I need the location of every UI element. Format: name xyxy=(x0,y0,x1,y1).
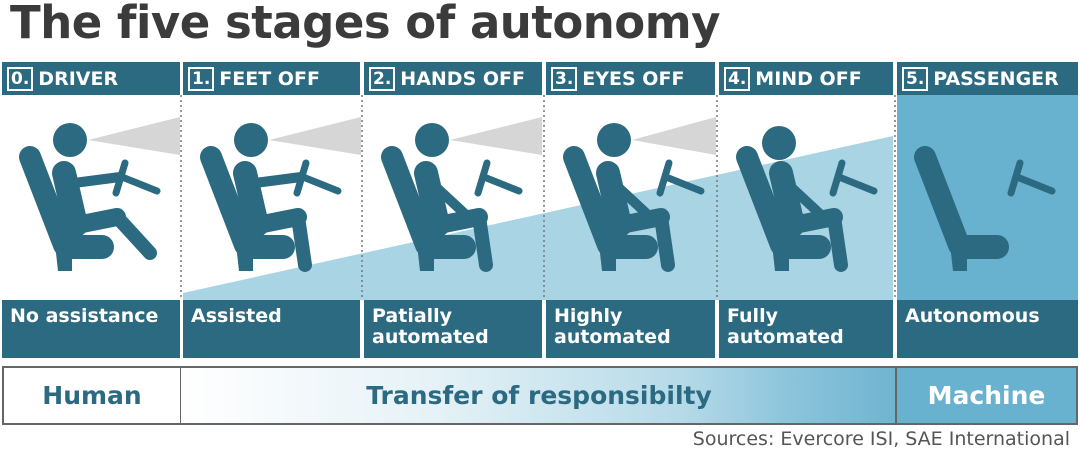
figure-stage-1 xyxy=(200,117,361,272)
stage-number: 2. xyxy=(369,66,396,91)
stage-name: PASSENGER xyxy=(933,67,1059,90)
stage-header-2: 2.HANDS OFF xyxy=(364,62,542,95)
human-cell: Human xyxy=(2,366,182,425)
gaze-cone xyxy=(450,117,542,155)
machine-label: Machine xyxy=(927,381,1046,410)
stage-label-5: Autonomous xyxy=(897,300,1078,358)
figure-stage-4 xyxy=(736,126,878,272)
stage-number: 4. xyxy=(724,66,751,91)
stage-number: 1. xyxy=(188,66,215,91)
automation-wedge xyxy=(183,136,893,300)
stage-name: FEET OFF xyxy=(219,67,320,90)
gaze-cone xyxy=(88,117,180,155)
head xyxy=(597,123,631,157)
stage-number: 5. xyxy=(902,66,929,91)
stage-label-4: Fully automated xyxy=(719,300,893,358)
stage-name: DRIVER xyxy=(38,67,119,90)
stage-header-0: 0.DRIVER xyxy=(2,62,180,95)
stage-number: 0. xyxy=(7,66,34,91)
stage-number: 3. xyxy=(551,66,578,91)
figure-stage-0 xyxy=(19,117,180,271)
stage-header-3: 3.EYES OFF xyxy=(546,62,715,95)
stage-name: HANDS OFF xyxy=(400,67,525,90)
transfer-label: Transfer of responsibilty xyxy=(366,381,712,410)
stage-name: EYES OFF xyxy=(582,67,685,90)
gaze-cone xyxy=(269,117,361,155)
stage-label-2: Patially automated xyxy=(364,300,542,358)
stage-label-0: No assistance xyxy=(2,300,180,358)
figure-stage-3 xyxy=(563,117,716,272)
stage-label-1: Assisted xyxy=(183,300,360,358)
machine-cell: Machine xyxy=(895,366,1078,425)
stage-header-4: 4.MIND OFF xyxy=(719,62,893,95)
head xyxy=(53,123,87,157)
gaze-cone xyxy=(632,117,716,155)
stage-label-3: Highly automated xyxy=(546,300,715,358)
source-note: Sources: Evercore ISI, SAE International xyxy=(692,428,1070,450)
figure-stage-2 xyxy=(381,117,542,272)
head xyxy=(234,123,268,157)
figure-stage-5 xyxy=(914,146,1056,271)
head xyxy=(415,123,449,157)
stage-header-1: 1.FEET OFF xyxy=(183,62,360,95)
stage-name: MIND OFF xyxy=(755,67,862,90)
stage-header-5: 5.PASSENGER xyxy=(897,62,1078,95)
human-label: Human xyxy=(42,381,142,410)
page-title: The five stages of autonomy xyxy=(10,0,720,49)
machine-panel-bg xyxy=(897,95,1078,300)
head xyxy=(762,126,796,160)
column-separators xyxy=(180,95,896,300)
transfer-cell: Transfer of responsibilty xyxy=(181,366,897,425)
